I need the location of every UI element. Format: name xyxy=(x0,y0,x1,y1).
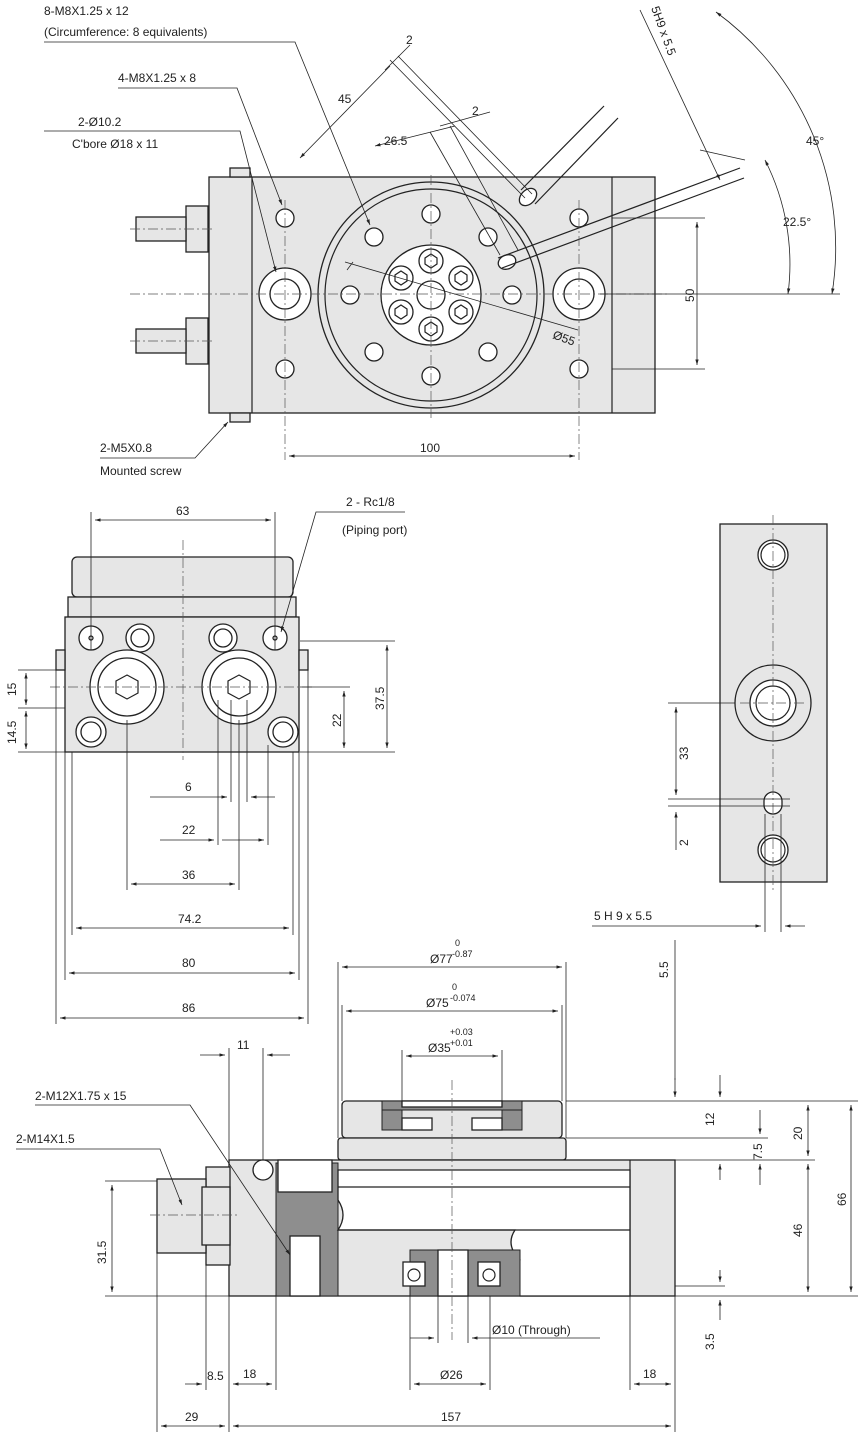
callout-2d10: 2-Ø10.2 xyxy=(78,115,122,129)
tol-d75-upper: 0 xyxy=(452,982,457,992)
dim-2-a: 2 xyxy=(406,33,413,47)
dim-d35: Ø35 xyxy=(428,1041,451,1055)
dim-d10-through: Ø10 (Through) xyxy=(492,1323,571,1337)
callout-m5-note: Mounted screw xyxy=(100,464,182,478)
front-view: Ø77 0 -0.87 Ø75 0 -0.074 Ø35 +0.03 +0.01… xyxy=(16,938,858,1432)
dim-22-vertical: 22 xyxy=(330,713,344,727)
dim-d75: Ø75 xyxy=(426,996,449,1010)
dim-18-left: 18 xyxy=(243,1367,257,1381)
dim-100: 100 xyxy=(420,441,440,455)
callout-8m8: 8-M8X1.25 x 12 xyxy=(44,4,129,18)
dim-74-2: 74.2 xyxy=(178,912,202,926)
angle-45: 45° xyxy=(806,134,824,148)
dim-d77: Ø77 xyxy=(430,952,453,966)
dim-5h9-end: 5 H 9 x 5.5 xyxy=(594,909,652,923)
dim-7-5: 7.5 xyxy=(751,1143,765,1160)
dim-22-horizontal: 22 xyxy=(182,823,196,837)
dim-12: 12 xyxy=(703,1112,717,1126)
callout-m5: 2-M5X0.8 xyxy=(100,441,152,455)
tol-d77-lower: -0.87 xyxy=(452,949,473,959)
callout-m12: 2-M12X1.75 x 15 xyxy=(35,1089,127,1103)
dim-3-5: 3.5 xyxy=(703,1333,717,1350)
angle-22-5: 22.5° xyxy=(783,215,811,229)
dim-50: 50 xyxy=(683,288,697,302)
dim-26-5: 26.5 xyxy=(384,134,408,148)
tol-d77-upper: 0 xyxy=(455,938,460,948)
dim-2-end: 2 xyxy=(677,839,691,846)
callout-2d10-note: C'bore Ø18 x 11 xyxy=(72,137,158,151)
side-view: 63 2 - Rc1/8 (Piping port) 15 14.5 37.5 … xyxy=(5,495,407,1024)
callout-rc-note: (Piping port) xyxy=(342,523,407,537)
tol-d35-lower: +0.01 xyxy=(450,1038,473,1048)
dim-14-5: 14.5 xyxy=(5,720,19,744)
dim-15: 15 xyxy=(5,682,19,696)
tol-d35-upper: +0.03 xyxy=(450,1027,473,1037)
dim-80: 80 xyxy=(182,956,196,970)
dim-45: 45 xyxy=(338,92,352,106)
dim-66: 66 xyxy=(835,1192,849,1206)
dim-6: 6 xyxy=(185,780,192,794)
dim-157: 157 xyxy=(441,1410,461,1424)
dim-63: 63 xyxy=(176,504,190,518)
dim-5h9: 5H9 x 5.5 xyxy=(648,4,679,57)
tol-d75-lower: -0.074 xyxy=(450,993,476,1003)
callout-rc: 2 - Rc1/8 xyxy=(346,495,395,509)
dim-36: 36 xyxy=(182,868,196,882)
callout-4m8: 4-M8X1.25 x 8 xyxy=(118,71,196,85)
dim-31-5: 31.5 xyxy=(95,1240,109,1264)
callout-m14: 2-M14X1.5 xyxy=(16,1132,75,1146)
dim-37-5: 37.5 xyxy=(373,686,387,710)
dim-5-5: 5.5 xyxy=(657,961,671,978)
callout-8m8-note: (Circumference: 8 equivalents) xyxy=(44,25,207,39)
dim-46: 46 xyxy=(791,1223,805,1237)
top-view: 8-M8X1.25 x 12 (Circumference: 8 equival… xyxy=(44,4,840,478)
dim-29: 29 xyxy=(185,1410,199,1424)
dim-86: 86 xyxy=(182,1001,196,1015)
dim-20: 20 xyxy=(791,1126,805,1140)
dim-18-right: 18 xyxy=(643,1367,657,1381)
end-view: 33 2 5 H 9 x 5.5 xyxy=(592,515,828,932)
dim-8-5: 8.5 xyxy=(207,1369,224,1383)
dim-2-b: 2 xyxy=(472,104,479,118)
dim-33: 33 xyxy=(677,746,691,760)
dim-11: 11 xyxy=(237,1038,250,1052)
dim-d26: Ø26 xyxy=(440,1368,463,1382)
